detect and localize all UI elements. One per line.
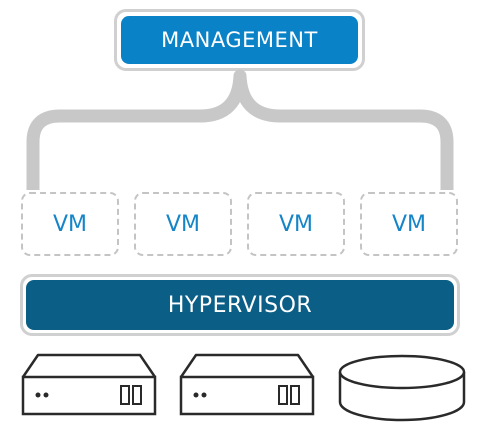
vm-label: VM <box>278 211 314 237</box>
vm-box-4: VM <box>360 192 458 256</box>
management-box: MANAGEMENT <box>114 9 365 71</box>
vm-box-1: VM <box>21 192 119 256</box>
storage-disk-icon <box>338 354 466 422</box>
server-icon <box>179 353 315 416</box>
vm-box-2: VM <box>134 192 232 256</box>
vm-box-3: VM <box>247 192 345 256</box>
management-label: MANAGEMENT <box>121 16 358 64</box>
hypervisor-label: HYPERVISOR <box>26 280 454 330</box>
vm-label: VM <box>165 211 201 237</box>
hypervisor-box: HYPERVISOR <box>20 274 460 336</box>
vm-label: VM <box>391 211 427 237</box>
server-icon <box>21 353 157 416</box>
vm-label: VM <box>52 211 88 237</box>
